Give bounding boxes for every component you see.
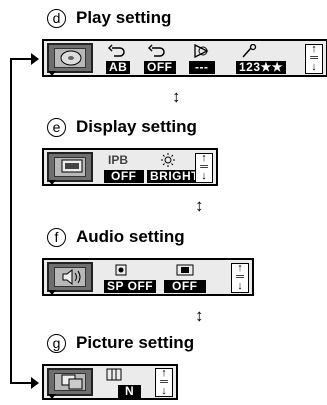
repeat-ab-option[interactable]: AB — [104, 44, 136, 74]
section-letter-d: d — [47, 8, 66, 28]
updown-arrow-icon: ↕ — [195, 196, 204, 215]
monitor-icon — [47, 152, 93, 182]
scroll-arrows[interactable]: ↑═↓ — [231, 263, 249, 293]
section-letter-e: e — [47, 117, 66, 137]
loop-arrow-top-icon — [31, 53, 39, 65]
disc-play-label: --- — [189, 61, 215, 74]
sp-off-label: SP OFF — [104, 280, 157, 293]
repeat-off-option[interactable]: OFF — [144, 44, 182, 74]
play-setting-heading: d Play setting — [47, 8, 171, 28]
menu-down-indicator-icon — [48, 180, 56, 185]
speaker-icon — [47, 262, 93, 292]
menu-down-indicator-icon — [48, 71, 56, 76]
picture-setting-title: Picture setting — [76, 333, 195, 352]
display-setting-title: Display setting — [76, 117, 197, 136]
picture-setting-heading: g Picture setting — [47, 333, 194, 353]
audio-setting-title: Audio setting — [76, 227, 185, 246]
loop-line-bottom — [10, 382, 36, 384]
section-letter-f: f — [47, 227, 66, 247]
ipb-display-option[interactable]: IPB OFF — [104, 153, 144, 183]
scroll-arrows[interactable]: ↑═↓ — [305, 44, 323, 74]
audio-effect-off-label: OFF — [164, 280, 206, 293]
picture-mode-option[interactable]: N — [104, 368, 146, 398]
updown-arrow-icon: ↕ — [172, 87, 181, 106]
audio-setting-bar[interactable]: SP OFF OFF ↑═↓ — [42, 258, 254, 296]
audio-effect-icon — [176, 264, 194, 276]
display-setting-bar[interactable]: IPB OFF BRIGHT ↑═↓ — [42, 148, 218, 186]
play-setting-bar[interactable]: AB OFF --- 123★★ ↑═↓ — [42, 39, 327, 77]
picture-icon — [47, 368, 93, 396]
microphone-icon — [242, 44, 257, 58]
repeat-off-label: OFF — [144, 61, 176, 74]
audio-setting-heading: f Audio setting — [47, 227, 185, 247]
ipb-off-label: OFF — [104, 170, 144, 183]
loop-line-top — [10, 58, 36, 60]
menu-down-indicator-icon — [48, 290, 56, 295]
brightness-option[interactable]: BRIGHT — [147, 153, 202, 183]
repeat-icon — [108, 44, 125, 57]
speaker-mode-option[interactable]: SP OFF — [104, 263, 158, 293]
bright-label: BRIGHT — [147, 170, 202, 183]
ipb-icon-label: IPB — [108, 153, 129, 167]
picture-mode-icon — [106, 368, 122, 381]
scroll-arrows[interactable]: ↑═↓ — [195, 153, 213, 183]
repeat-icon — [148, 44, 165, 57]
loop-line-vertical — [10, 58, 12, 384]
play-setting-title: Play setting — [76, 8, 172, 27]
scroll-arrows[interactable]: ↑═↓ — [155, 368, 173, 397]
picture-setting-bar[interactable]: N ↑═↓ — [42, 364, 178, 400]
loop-arrow-bottom-icon — [31, 377, 39, 389]
picture-n-label: N — [118, 385, 142, 398]
karaoke-option[interactable]: 123★★ — [236, 44, 290, 74]
disc-play-option[interactable]: --- — [189, 44, 229, 74]
karaoke-label: 123★★ — [236, 61, 287, 74]
disc-play-icon — [194, 44, 209, 58]
section-letter-g: g — [47, 333, 66, 353]
display-setting-heading: e Display setting — [47, 117, 197, 137]
brightness-icon — [161, 153, 175, 167]
surround-speaker-icon — [115, 264, 127, 276]
disc-icon — [47, 43, 93, 73]
updown-arrow-icon: ↕ — [195, 306, 204, 325]
audio-effect-option[interactable]: OFF — [164, 263, 210, 293]
repeat-ab-label: AB — [106, 61, 131, 74]
menu-down-indicator-icon — [48, 394, 56, 399]
